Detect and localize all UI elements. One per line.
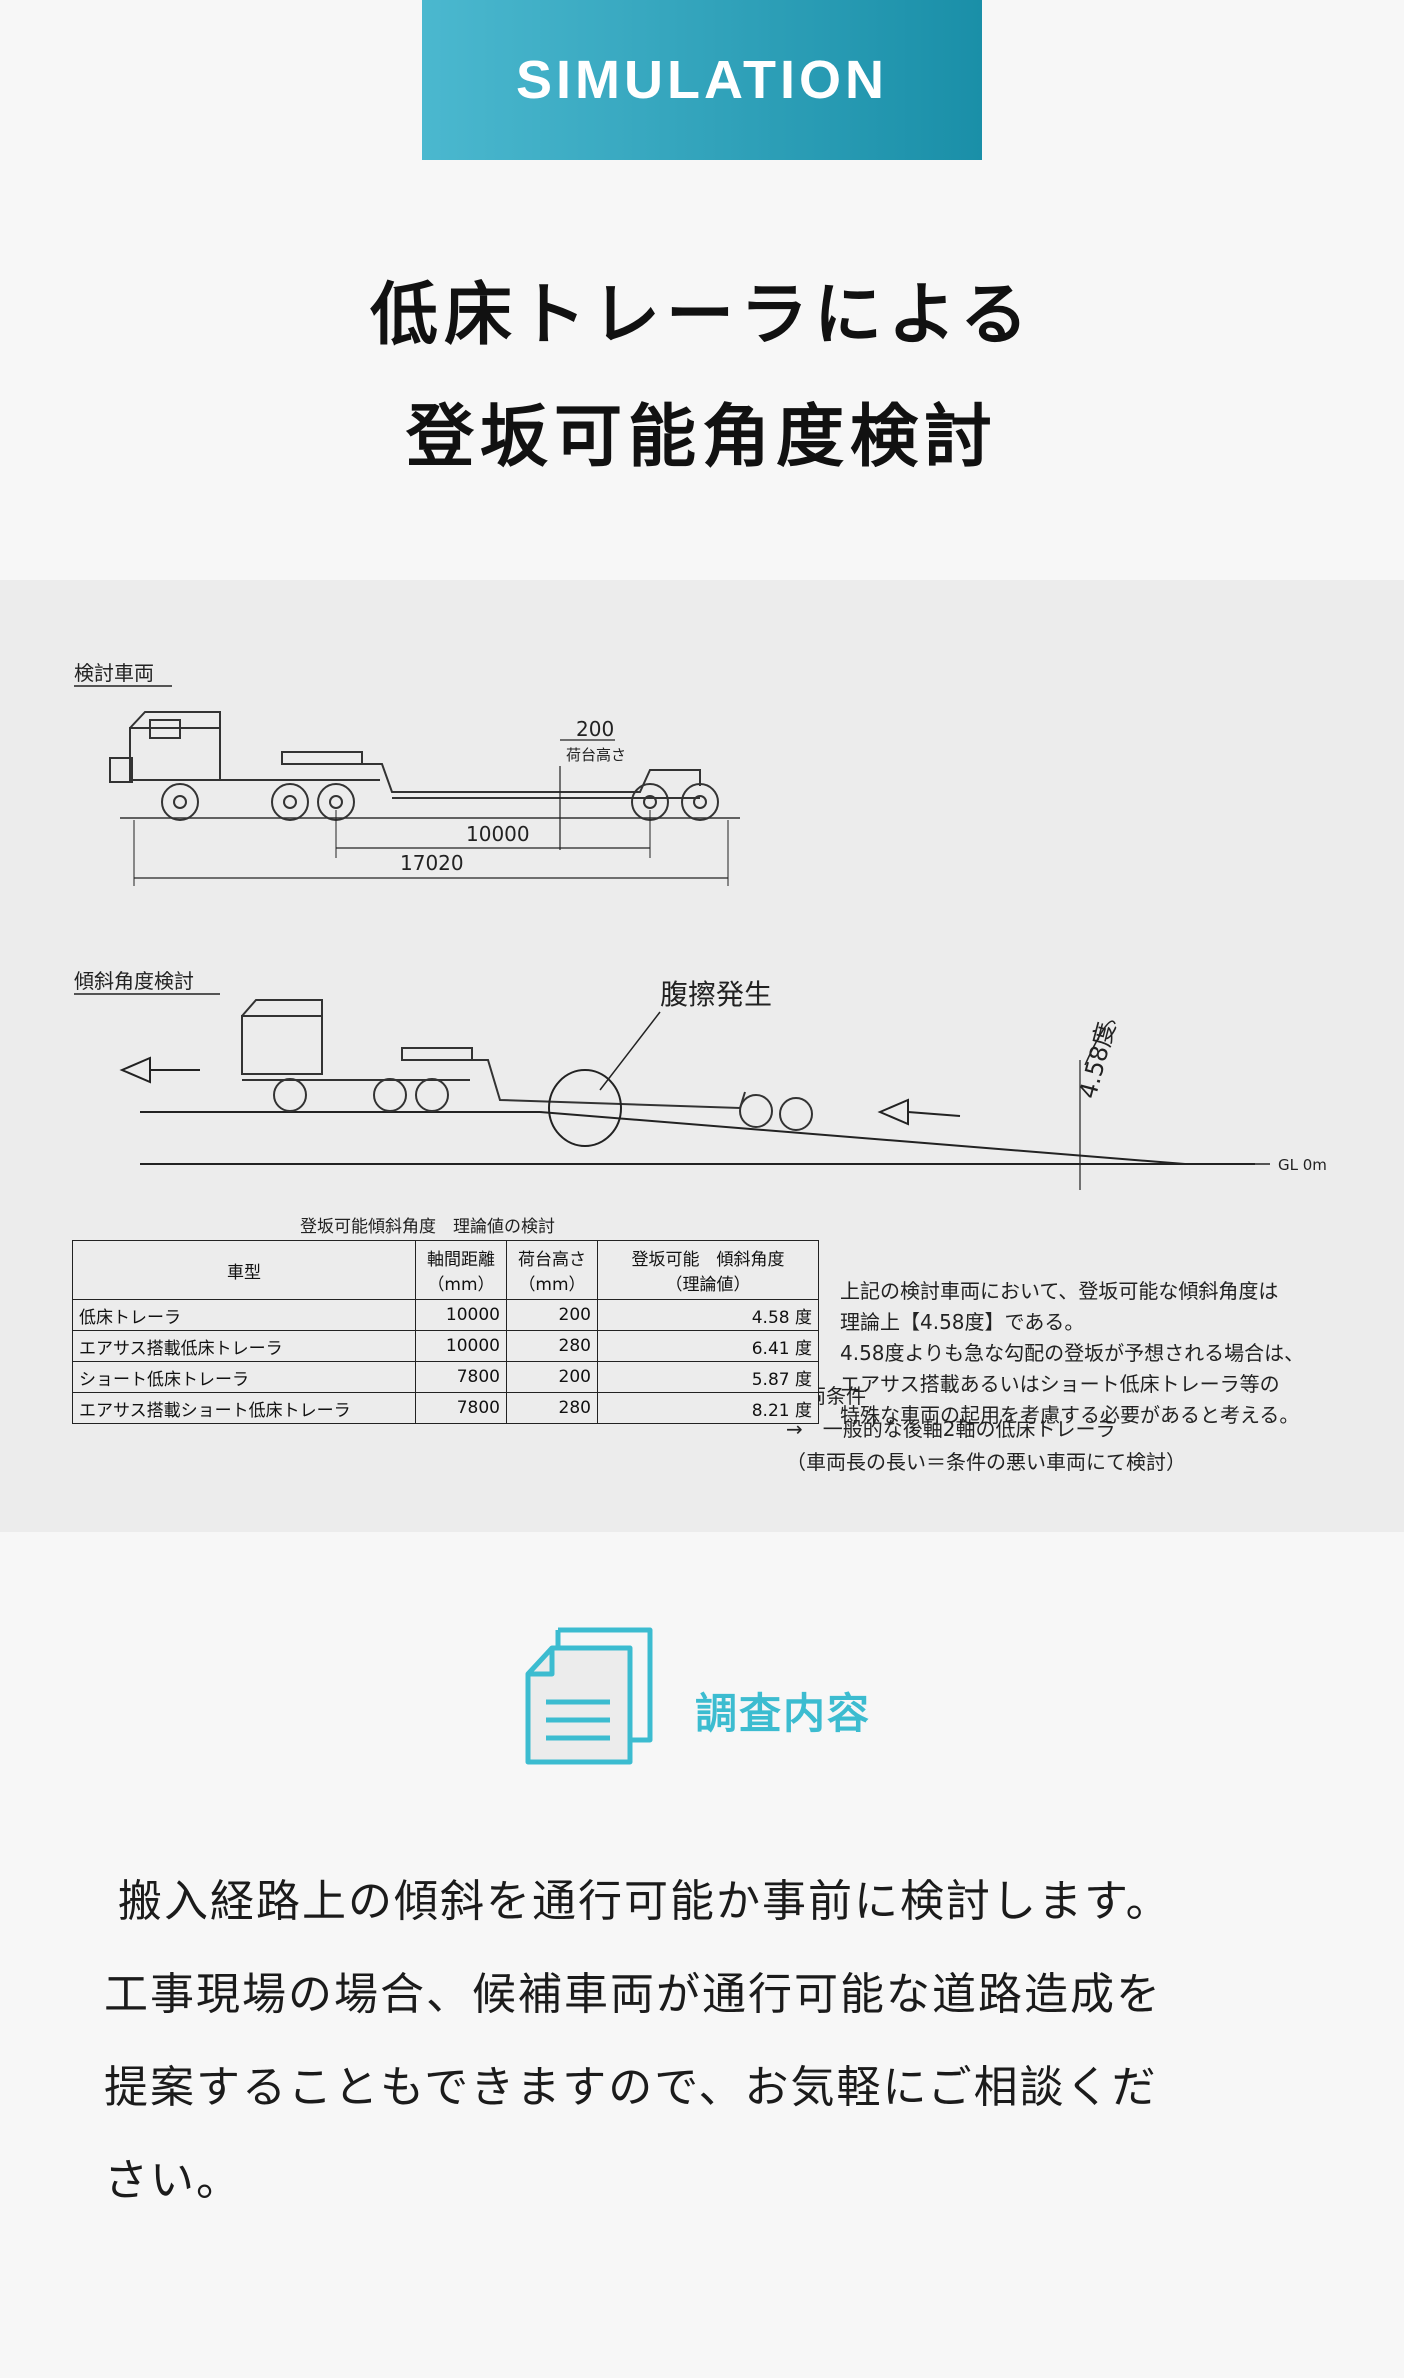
angle-label: 4.58度 bbox=[1074, 1020, 1121, 1102]
table-row: 低床トレーラ 10000 200 4.58 度 bbox=[72, 1299, 819, 1331]
document-icon bbox=[522, 1620, 662, 1770]
cell-type: 低床トレーラ bbox=[72, 1299, 416, 1331]
cell-angle: 6.41 度 bbox=[597, 1330, 819, 1362]
page-title-line1: 低床トレーラによる bbox=[370, 276, 1034, 355]
cell-height: 200 bbox=[506, 1299, 598, 1331]
cell-wheelbase: 10000 bbox=[415, 1330, 507, 1362]
trailer-diagram: 検討車両 200 荷台高さ 10000 bbox=[74, 661, 1327, 1190]
dim-length: 17020 bbox=[400, 851, 464, 875]
condition-line2: （車両長の長い＝条件の悪い車両にて検討） bbox=[786, 1450, 1186, 1474]
table-row: エアサス搭載ショート低床トレーラ 7800 280 8.21 度 bbox=[72, 1392, 819, 1424]
dim-height-label: 荷台高さ bbox=[566, 746, 626, 764]
analysis-note: 上記の検討車両において、登坂可能な傾斜角度は 理論上【4.58度】である。 4.… bbox=[840, 1276, 1304, 1431]
ground-label: GL 0m bbox=[1278, 1156, 1327, 1174]
truck-on-slope bbox=[241, 999, 813, 1131]
cell-height: 280 bbox=[506, 1330, 598, 1362]
scrape-label: 腹擦発生 bbox=[660, 978, 772, 1011]
table-row: ショート低床トレーラ 7800 200 5.87 度 bbox=[72, 1361, 819, 1393]
badge-label: SIMULATION bbox=[516, 50, 888, 110]
direction-arrow-left-icon bbox=[119, 1056, 151, 1084]
cell-wheelbase: 10000 bbox=[415, 1299, 507, 1331]
dim-height-value: 200 bbox=[576, 717, 614, 741]
body-line: さい。 bbox=[104, 2155, 242, 2206]
cell-type: エアサス搭載低床トレーラ bbox=[72, 1330, 416, 1362]
page-title-line2: 登坂可能角度検討 bbox=[405, 398, 998, 477]
dim-wheelbase: 10000 bbox=[466, 822, 530, 846]
cell-type: ショート低床トレーラ bbox=[72, 1361, 416, 1393]
cell-angle: 4.58 度 bbox=[597, 1299, 819, 1331]
cell-angle: 5.87 度 bbox=[597, 1361, 819, 1393]
body-line: 提案することもできますので、お気軽にご相談くだ bbox=[104, 2062, 1158, 2113]
vehicle-heading: 検討車両 bbox=[74, 661, 154, 685]
table-caption: 登坂可能傾斜角度 理論値の検討 bbox=[300, 1217, 555, 1237]
header-height: 荷台高さ（mm） bbox=[506, 1240, 598, 1300]
cell-height: 280 bbox=[506, 1392, 598, 1424]
cell-angle: 8.21 度 bbox=[597, 1392, 819, 1424]
note-line: 理論上【4.58度】である。 bbox=[840, 1310, 1085, 1334]
section-label: 調査内容 bbox=[695, 1689, 872, 1738]
body-line: 工事現場の場合、候補車両が通行可能な道路造成を bbox=[104, 1969, 1162, 2020]
table-row: エアサス搭載低床トレーラ 10000 280 6.41 度 bbox=[72, 1330, 819, 1362]
body-text: 搬入経路上の傾斜を通行可能か事前に検討します。 工事現場の場合、候補車両が通行可… bbox=[104, 1855, 1304, 2227]
note-line: 上記の検討車両において、登坂可能な傾斜角度は bbox=[840, 1279, 1279, 1303]
cell-type: エアサス搭載ショート低床トレーラ bbox=[72, 1392, 416, 1424]
direction-arrow-slope-icon bbox=[877, 1098, 909, 1126]
slope-heading: 傾斜角度検討 bbox=[74, 969, 194, 993]
header-angle: 登坂可能 傾斜角度（理論値） bbox=[597, 1240, 819, 1300]
header-type: 車型 bbox=[72, 1240, 416, 1300]
vehicle-conditions: 車両条件 → 一般的な後軸2軸の低床トレーラ （車両長の長い＝条件の悪い車両にて… bbox=[786, 1380, 1186, 1479]
cell-wheelbase: 7800 bbox=[415, 1392, 507, 1424]
cell-wheelbase: 7800 bbox=[415, 1361, 507, 1393]
simulation-badge: SIMULATION bbox=[422, 0, 982, 160]
page-title: 低床トレーラによる 登坂可能角度検討 bbox=[0, 255, 1404, 499]
note-line: 4.58度よりも急な勾配の登坂が予想される場合は、 bbox=[840, 1341, 1305, 1365]
note-line: 特殊な車両の起用を考慮する必要があると考える。 bbox=[840, 1403, 1300, 1427]
condition-line1: → 一般的な後軸2軸の低床トレーラ bbox=[786, 1417, 1116, 1441]
header-wheelbase: 軸間距離（mm） bbox=[415, 1240, 507, 1300]
body-line: 搬入経路上の傾斜を通行可能か事前に検討します。 bbox=[118, 1876, 1172, 1927]
slope-angle-table: 車型 軸間距離（mm） 荷台高さ（mm） 登坂可能 傾斜角度（理論値） 低床トレ… bbox=[72, 1240, 819, 1424]
cell-height: 200 bbox=[506, 1361, 598, 1393]
truck-side-view bbox=[109, 711, 719, 821]
note-line: エアサス搭載あるいはショート低床トレーラ等の bbox=[840, 1372, 1280, 1396]
scrape-circle bbox=[548, 1069, 622, 1147]
